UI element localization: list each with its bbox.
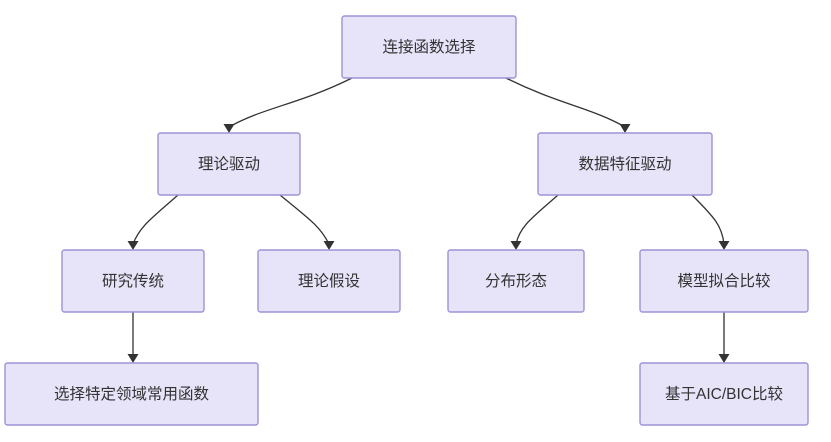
edge-line <box>691 194 725 245</box>
node-label: 分布形态 <box>485 272 547 290</box>
node-box[interactable] <box>157 132 301 196</box>
edge-line <box>505 77 626 128</box>
node-label: 理论假设 <box>298 272 360 290</box>
node-data[interactable]: 数据特征驱动 <box>537 132 713 196</box>
node-fit[interactable]: 模型拟合比较 <box>639 249 809 313</box>
edge-line <box>228 77 353 128</box>
node-box[interactable] <box>257 249 401 313</box>
node-domainfunc[interactable]: 选择特定领域常用函数 <box>4 362 259 426</box>
node-box[interactable] <box>537 132 713 196</box>
node-box[interactable] <box>639 249 809 313</box>
edge-root-to-theory <box>223 77 353 133</box>
node-label: 模型拟合比较 <box>677 272 770 290</box>
node-box[interactable] <box>447 249 585 313</box>
arrowhead-icon <box>510 241 522 250</box>
node-theory[interactable]: 理论驱动 <box>157 132 301 196</box>
edge-data-to-fit <box>691 194 730 250</box>
node-box[interactable] <box>61 249 205 313</box>
edge-root-to-data <box>505 77 631 133</box>
node-label: 研究传统 <box>102 272 164 290</box>
edge-line <box>279 194 330 245</box>
node-shape[interactable]: 分布形态 <box>447 249 585 313</box>
arrowhead-icon <box>718 354 730 363</box>
arrowhead-icon <box>619 124 631 133</box>
arrowhead-icon <box>127 354 139 363</box>
edge-tradition-to-domainfunc <box>127 312 139 363</box>
edge-fit-to-aicbic <box>718 312 730 363</box>
node-hypothesis[interactable]: 理论假设 <box>257 249 401 313</box>
edge-line <box>132 194 179 245</box>
node-box[interactable] <box>341 15 517 79</box>
node-label: 基于AIC/BIC比较 <box>665 385 783 403</box>
node-box[interactable] <box>639 362 809 426</box>
arrowhead-icon <box>323 241 335 250</box>
edge-theory-to-tradition <box>127 194 179 250</box>
node-label: 连接函数选择 <box>382 38 476 56</box>
arrowhead-icon <box>127 241 139 250</box>
edge-line <box>515 194 559 245</box>
node-root[interactable]: 连接函数选择 <box>341 15 517 79</box>
arrowhead-icon <box>718 241 730 250</box>
node-aicbic[interactable]: 基于AIC/BIC比较 <box>639 362 809 426</box>
arrowhead-icon <box>223 124 235 133</box>
edge-theory-to-hypothesis <box>279 194 335 250</box>
node-label: 理论驱动 <box>198 155 260 173</box>
edges-layer <box>127 77 730 363</box>
node-box[interactable] <box>4 362 259 426</box>
node-label: 选择特定领域常用函数 <box>54 385 210 403</box>
edge-data-to-shape <box>510 194 559 250</box>
node-tradition[interactable]: 研究传统 <box>61 249 205 313</box>
node-label: 数据特征驱动 <box>578 155 671 173</box>
